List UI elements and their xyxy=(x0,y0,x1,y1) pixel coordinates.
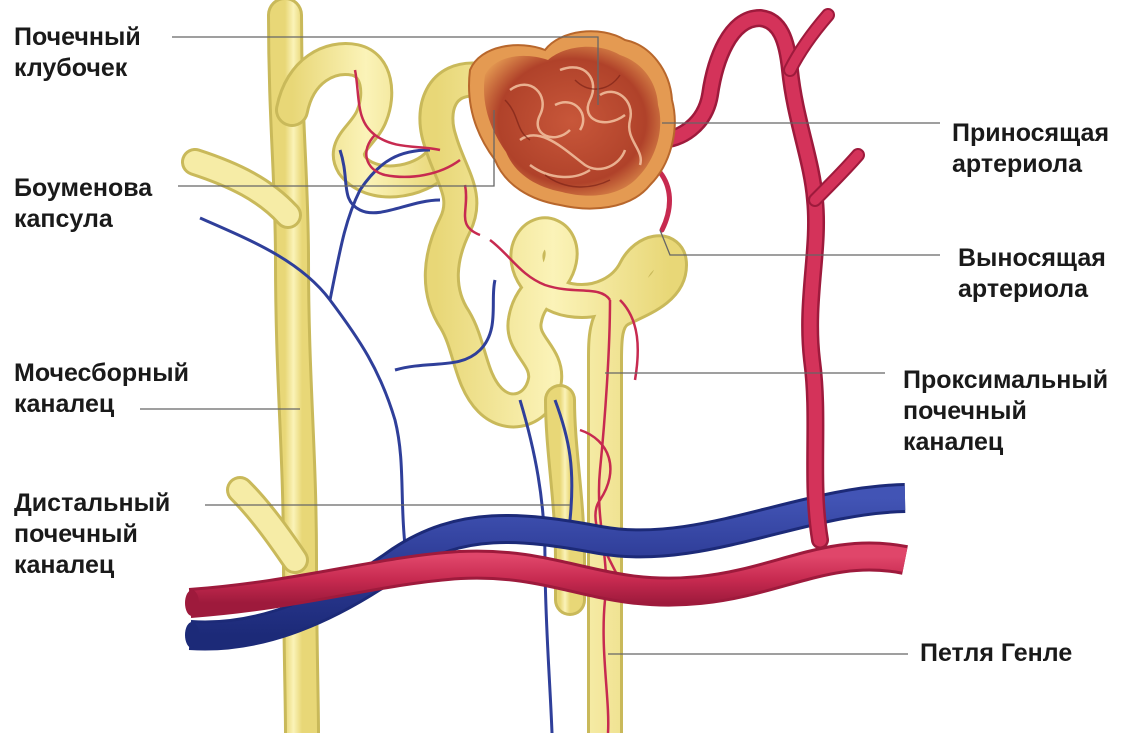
label-loop-of-henle: Петля Генле xyxy=(920,638,1072,669)
glomerulus xyxy=(469,31,675,208)
label-collecting-duct: Мочесборный каналец xyxy=(14,358,189,420)
label-afferent-arteriole: Приносящая артериола xyxy=(952,118,1109,180)
connecting-tubule xyxy=(292,59,440,181)
label-distal-tubule: Дистальный почечный каналец xyxy=(14,488,170,581)
label-bowman-capsule: Боуменова капсула xyxy=(14,173,152,235)
label-glomerulus: Почечный клубочек xyxy=(14,22,141,84)
label-efferent-arteriole: Выносящая артериола xyxy=(958,243,1106,305)
label-proximal-tubule: Проксимальный почечный каналец xyxy=(903,365,1108,458)
leader-efferent xyxy=(660,230,940,255)
